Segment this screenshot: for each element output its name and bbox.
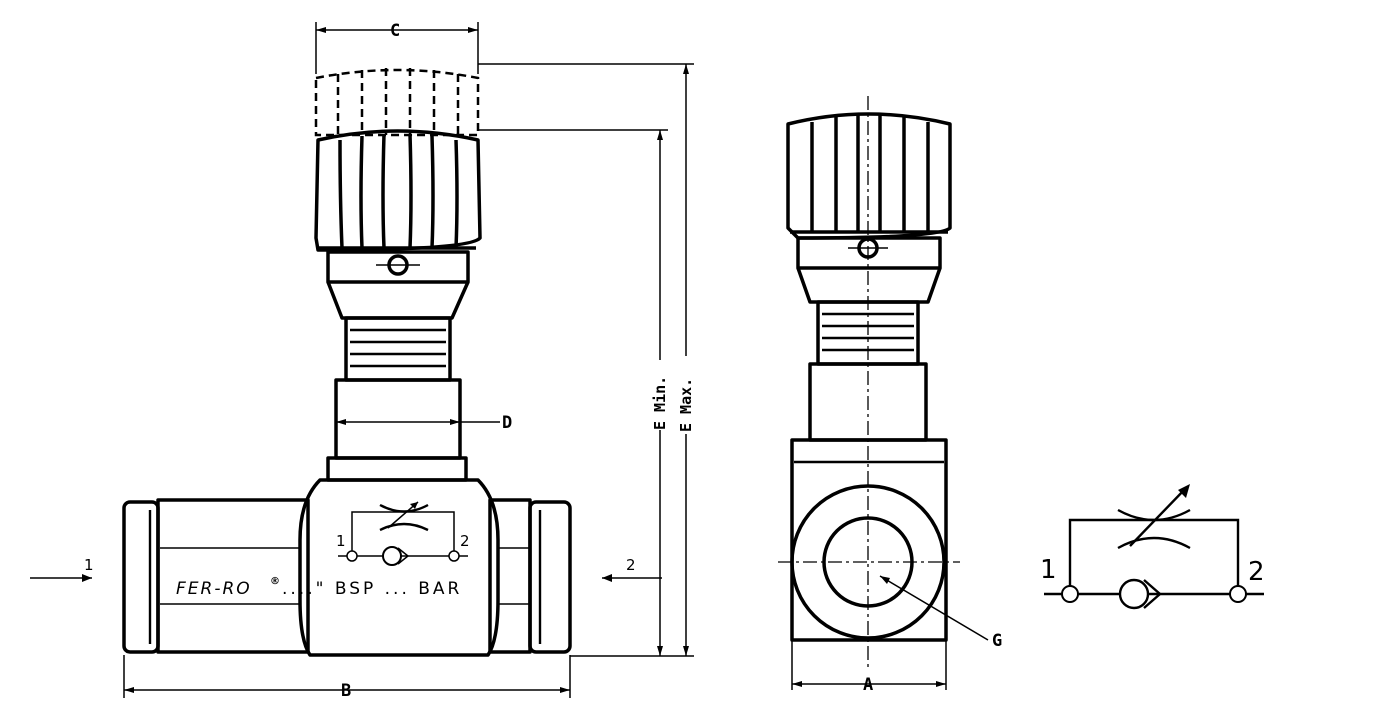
brand-text: FER-RO (176, 579, 252, 599)
outlet-port-label: 2 (626, 556, 636, 574)
outlet-flow-arrow: 2 (602, 556, 662, 582)
side-body (790, 438, 948, 642)
body-flow-symbol: 1 2 (336, 501, 470, 566)
side-view: G A (778, 96, 1002, 695)
side-knob (786, 112, 952, 240)
symbol-port-2: 2 (1248, 557, 1265, 587)
side-lock-collar (796, 236, 942, 304)
dimension-d-label: D (502, 413, 512, 433)
inlet-flow-arrow: 1 (30, 556, 94, 582)
dimension-a: A (791, 640, 947, 695)
dimension-g-label: G (992, 631, 1002, 651)
body-marking: FER-RO ® ...." BSP ... BAR (176, 576, 462, 599)
dimension-a-label: A (863, 675, 873, 695)
valve-body (122, 478, 572, 657)
dimension-b-label: B (341, 681, 351, 701)
lock-collar (326, 250, 470, 320)
spec-text: ...." BSP ... BAR (282, 579, 462, 599)
inlet-port-label: 1 (84, 556, 94, 574)
body-symbol-port-1: 1 (336, 532, 346, 550)
side-threaded-stem (816, 300, 920, 366)
dimension-c-label: C (390, 21, 400, 41)
bonnet (326, 378, 468, 482)
dimension-e-max-label: E Max. (677, 378, 695, 432)
body-symbol-port-2: 2 (460, 532, 470, 550)
trademark-text: ® (270, 576, 280, 587)
dimension-b: B (123, 655, 571, 701)
threaded-stem (344, 316, 452, 382)
adjustment-knob (314, 129, 482, 252)
symbol-port-1: 1 (1040, 555, 1057, 585)
dimension-g: G (879, 575, 1002, 651)
dimension-d: D (336, 413, 512, 433)
knob-max-position-hidden (314, 68, 480, 137)
dimension-c: C (315, 21, 479, 74)
dimension-e-min-label: E Min. (651, 376, 669, 430)
hydraulic-symbol: 1 2 (1040, 484, 1265, 610)
dimension-e: E Min. E Max. (478, 63, 695, 657)
front-view: 1 2 FER-RO ® ...." BSP ... BAR 1 2 C (30, 21, 695, 701)
